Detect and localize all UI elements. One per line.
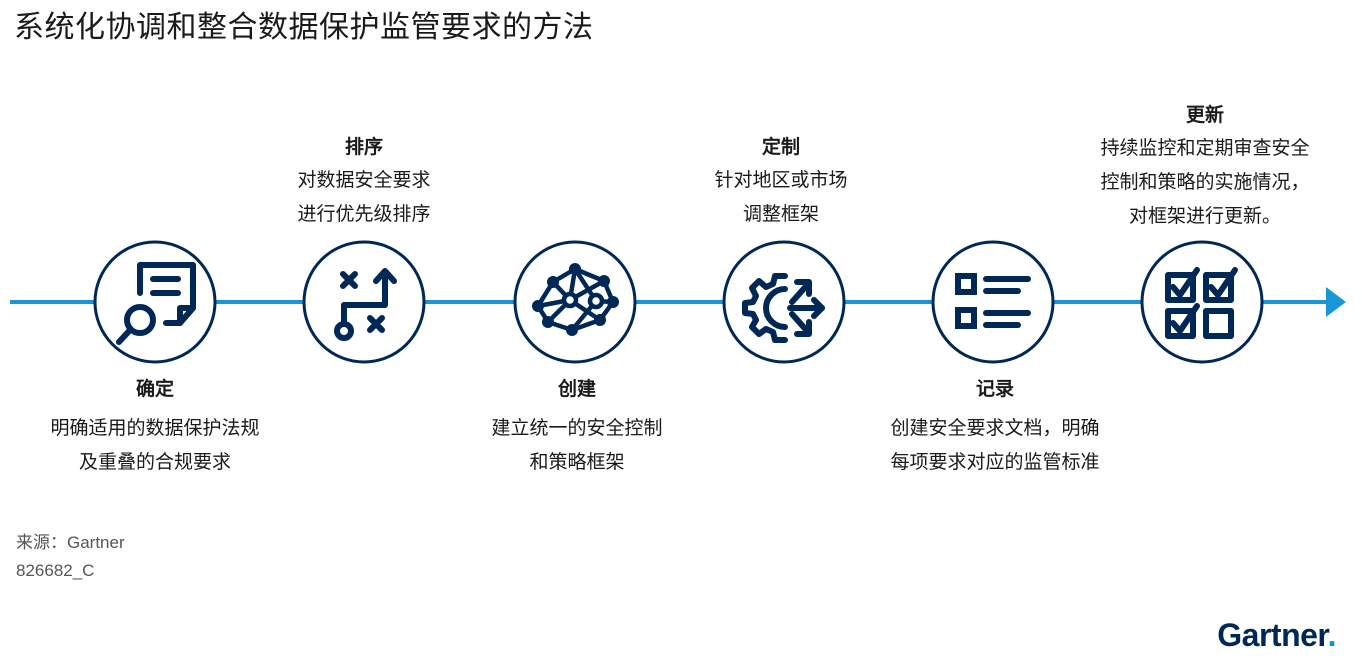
figure-id: 826682_C bbox=[16, 561, 95, 580]
step-description-line: 控制和策略的实施情况， bbox=[1100, 171, 1310, 193]
step-2-text: 排序 对数据安全要求 进行优先级排序 bbox=[297, 132, 430, 231]
checklist-icon bbox=[955, 273, 1031, 329]
step-label: 创建 bbox=[557, 378, 597, 400]
step-description-line: 调整框架 bbox=[742, 203, 820, 225]
logo-text: Gartner bbox=[1217, 617, 1328, 653]
step-description-line: 及重叠的合规要求 bbox=[78, 451, 232, 473]
step-5-circle bbox=[931, 240, 1055, 364]
step-description-line: 和策略框架 bbox=[529, 451, 625, 473]
prioritize-path-icon bbox=[334, 268, 397, 341]
step-4-circle bbox=[722, 240, 846, 364]
step-3-circle bbox=[513, 240, 637, 364]
gartner-logo: Gartner. bbox=[1217, 617, 1336, 654]
page-title: 系统化协调和整合数据保护监管要求的方法 bbox=[14, 10, 594, 45]
step-label: 更新 bbox=[1185, 104, 1225, 126]
step-description-line: 创建安全要求文档，明确 bbox=[890, 417, 1100, 439]
step-description-line: 对框架进行更新。 bbox=[1128, 205, 1282, 227]
step-3-text: 创建 建立统一的安全控制 和策略框架 bbox=[491, 374, 662, 479]
step-description: 明确适用的数据保护法规 及重叠的合规要求 bbox=[50, 411, 259, 479]
gear-arrows-icon bbox=[742, 273, 825, 343]
step-description-line: 明确适用的数据保护法规 bbox=[50, 417, 260, 439]
step-description-line: 进行优先级排序 bbox=[297, 203, 431, 225]
step-label: 记录 bbox=[975, 378, 1015, 400]
step-description-line: 对数据安全要求 bbox=[297, 169, 431, 191]
source-label: 来源：Gartner bbox=[16, 533, 125, 552]
step-1-text: 确定 明确适用的数据保护法规 及重叠的合规要求 bbox=[50, 374, 259, 479]
step-description: 对数据安全要求 进行优先级排序 bbox=[297, 163, 430, 231]
step-5-text: 记录 创建安全要求文档，明确 每项要求对应的监管标准 bbox=[890, 374, 1099, 479]
step-2-circle bbox=[302, 240, 426, 364]
step-6-text: 更新 持续监控和定期审查安全 控制和策略的实施情况， 对框架进行更新。 bbox=[1100, 100, 1309, 233]
step-description-line: 建立统一的安全控制 bbox=[491, 417, 663, 439]
logo-dot: . bbox=[1327, 617, 1337, 653]
step-label: 定制 bbox=[761, 136, 801, 158]
network-framework-icon bbox=[532, 263, 619, 336]
step-1-circle bbox=[93, 240, 217, 364]
step-label: 确定 bbox=[135, 378, 175, 400]
step-4-text: 定制 针对地区或市场 调整框架 bbox=[714, 132, 847, 231]
step-description: 针对地区或市场 调整框架 bbox=[714, 163, 847, 231]
step-description-line: 针对地区或市场 bbox=[714, 169, 848, 191]
step-description-line: 持续监控和定期审查安全 bbox=[1100, 137, 1310, 159]
step-description: 创建安全要求文档，明确 每项要求对应的监管标准 bbox=[890, 411, 1099, 479]
step-description: 持续监控和定期审查安全 控制和策略的实施情况， 对框架进行更新。 bbox=[1100, 131, 1309, 233]
step-6-circle bbox=[1140, 240, 1264, 364]
checkbox-grid-icon bbox=[1165, 267, 1238, 339]
timeline-arrow-head bbox=[1326, 287, 1346, 317]
step-description: 建立统一的安全控制 和策略框架 bbox=[491, 411, 662, 479]
step-description-line: 每项要求对应的监管标准 bbox=[890, 451, 1100, 473]
step-label: 排序 bbox=[344, 136, 384, 158]
document-search-icon bbox=[116, 262, 196, 345]
